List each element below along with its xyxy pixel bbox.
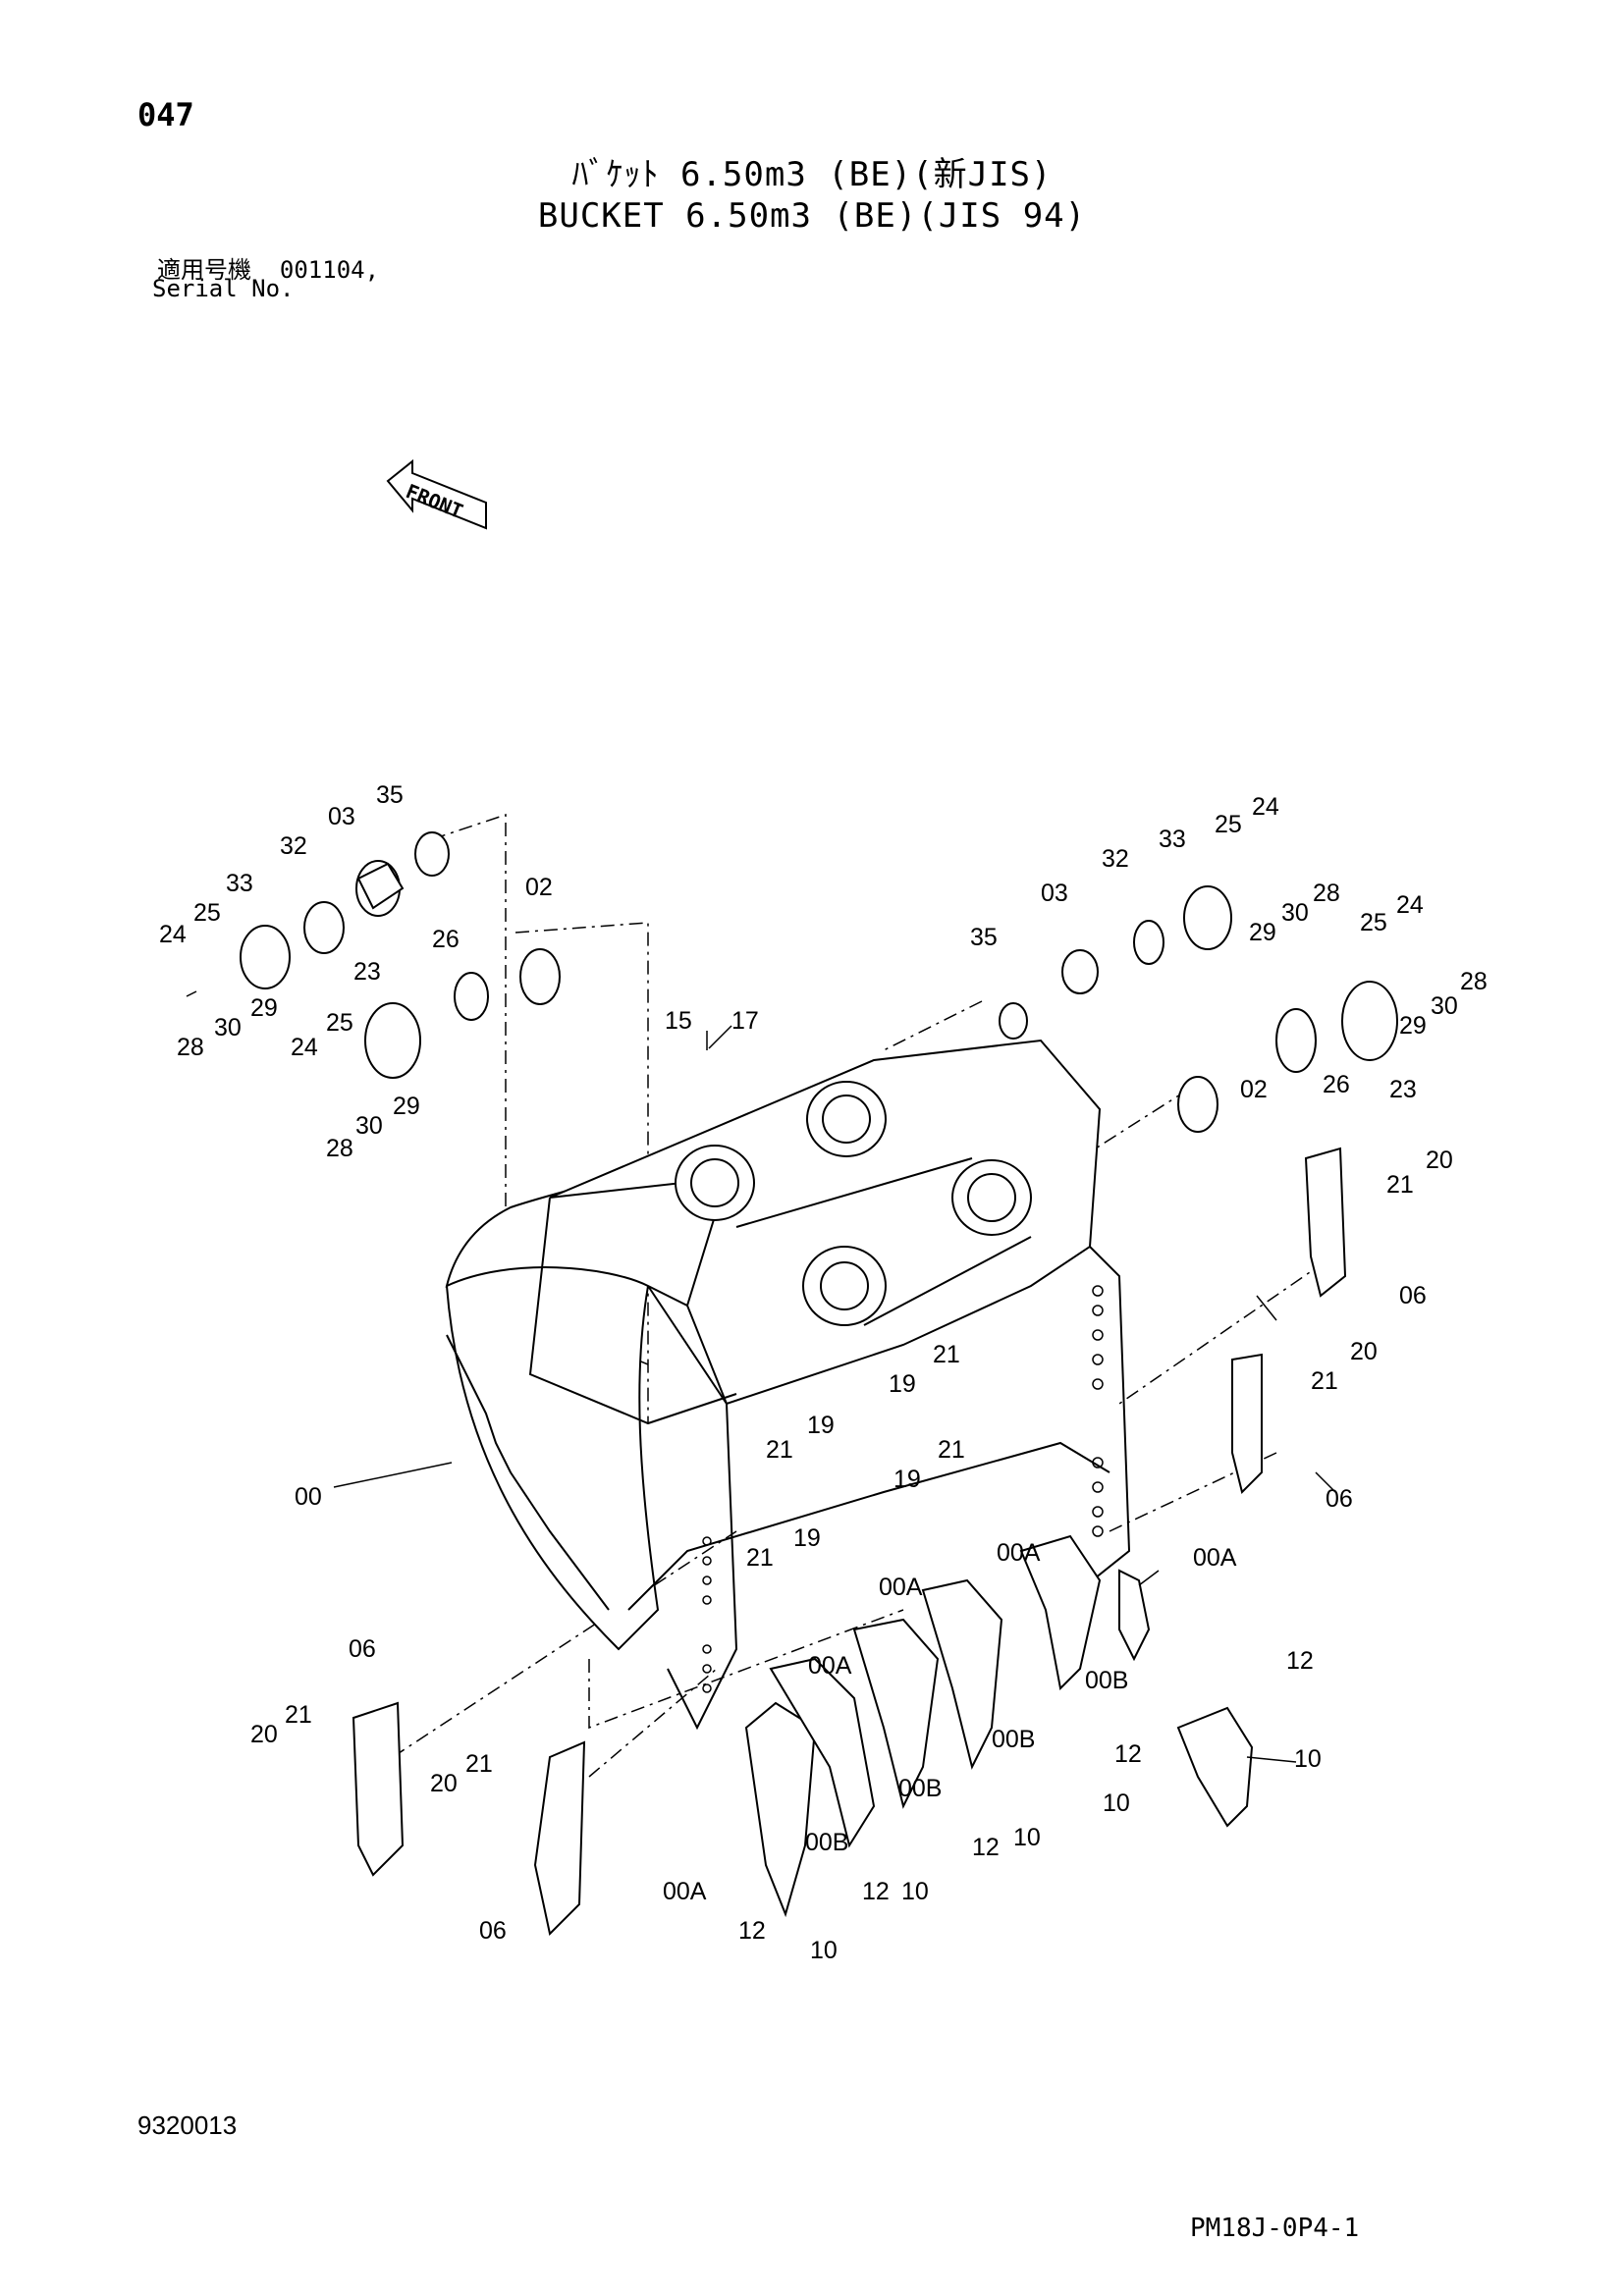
callout: 30: [355, 1112, 383, 1140]
callout: 25: [1215, 811, 1242, 838]
serial-applicability: 適用号機 001104,: [157, 250, 379, 285]
callout: 00B: [1085, 1667, 1128, 1694]
callout: 23: [353, 958, 381, 986]
callout: 06: [1399, 1282, 1427, 1309]
callout: 21: [933, 1341, 960, 1368]
callout: 21: [285, 1701, 312, 1729]
callout: 20: [250, 1721, 278, 1748]
callout: 12: [972, 1834, 1000, 1861]
callout: 19: [889, 1370, 916, 1398]
title-japanese: ﾊﾞｹｯﾄ 6.50m3 (BE)(新JIS): [571, 155, 1053, 194]
callout: 20: [430, 1770, 458, 1797]
callout: 28: [326, 1135, 353, 1162]
callout: 33: [226, 870, 253, 897]
callout: 21: [1311, 1367, 1338, 1395]
callout: 21: [1386, 1171, 1414, 1199]
leader-lines: [333, 1025, 1336, 1763]
callout: 35: [970, 924, 998, 951]
callout: 24: [159, 921, 187, 948]
callout: 03: [1041, 880, 1068, 907]
callout: 26: [1323, 1071, 1350, 1098]
callout: 21: [746, 1544, 774, 1572]
callout: 00B: [898, 1775, 942, 1802]
callout: 00: [295, 1483, 322, 1511]
callout: 23: [1389, 1076, 1417, 1103]
callout: 00A: [997, 1539, 1041, 1567]
callout: 20: [1350, 1338, 1378, 1365]
callout: 24: [1252, 793, 1279, 821]
callout: 10: [1294, 1745, 1322, 1773]
callout: 24: [1396, 891, 1424, 919]
callout: 02: [525, 874, 553, 901]
callout: 19: [793, 1524, 821, 1552]
serial-label-jp: 適用号機: [157, 256, 251, 284]
callout: 21: [465, 1750, 493, 1778]
callout: 20: [1426, 1147, 1453, 1174]
callout: 32: [280, 832, 307, 860]
callout: 24: [291, 1034, 318, 1061]
callout: 00A: [879, 1574, 923, 1601]
callout: 29: [250, 994, 278, 1022]
callout: 26: [432, 926, 460, 953]
callout: 28: [1313, 880, 1340, 907]
callout: 12: [1286, 1647, 1314, 1675]
callout: 25: [1360, 909, 1387, 936]
callout: 29: [393, 1093, 420, 1120]
callout: 15: [665, 1007, 692, 1035]
callout: 00A: [808, 1652, 852, 1680]
callout: 10: [901, 1878, 929, 1905]
serial-value: 001104,: [279, 256, 380, 284]
side-cutters: [352, 1147, 1347, 1937]
callout: 00B: [992, 1726, 1035, 1753]
serial-label-en: Serial No.: [152, 275, 295, 302]
callout: 10: [810, 1937, 838, 1964]
callout: 19: [807, 1412, 835, 1439]
callout: 12: [862, 1878, 890, 1905]
callout: 30: [1431, 992, 1458, 1020]
callout: 17: [731, 1007, 759, 1035]
callout: 06: [349, 1635, 376, 1663]
callout: 03: [328, 803, 355, 830]
page-number: 047: [137, 96, 194, 133]
callout: 06: [1326, 1485, 1353, 1513]
callout: 19: [893, 1466, 921, 1493]
callout: 25: [193, 899, 221, 927]
document-number: 9320013: [137, 2110, 238, 2140]
callout: 06: [479, 1917, 507, 1945]
callout: 33: [1159, 826, 1186, 853]
title-english: BUCKET 6.50m3 (BE)(JIS 94): [537, 196, 1087, 236]
callout: 30: [1281, 899, 1309, 927]
callout: 00A: [1193, 1544, 1237, 1572]
callout: 10: [1103, 1789, 1130, 1817]
front-arrow-icon: FRONT: [386, 458, 487, 530]
callout: 12: [738, 1917, 766, 1945]
callout: 00B: [805, 1829, 848, 1856]
callout-labels: 35 03 32 33 25 24 29 30 28 23 25 24 29 3…: [159, 781, 1488, 1964]
callout: 21: [938, 1436, 965, 1464]
callout: 35: [376, 781, 404, 809]
bucket-teeth: [744, 1534, 1254, 1918]
callout: 28: [177, 1034, 204, 1061]
pins-bushings-rings: [240, 831, 1398, 1133]
callout: 28: [1460, 968, 1488, 995]
callout: 00A: [663, 1878, 707, 1905]
callout: 32: [1102, 845, 1129, 873]
callout: 02: [1240, 1076, 1268, 1103]
bucket-body: [445, 1039, 1131, 1731]
callout: 12: [1114, 1740, 1142, 1768]
callout: 29: [1399, 1012, 1427, 1040]
page-code: PM18J-0P4-1: [1190, 2214, 1360, 2243]
callout: 29: [1249, 919, 1276, 946]
callout: 30: [214, 1014, 242, 1041]
callout: 21: [766, 1436, 793, 1464]
callout: 25: [326, 1009, 353, 1037]
callout: 10: [1013, 1824, 1041, 1851]
